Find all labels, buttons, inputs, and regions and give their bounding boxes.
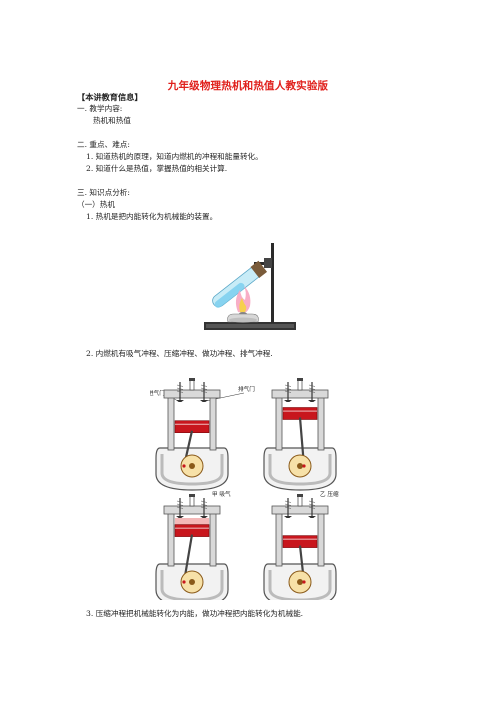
- point-1-text: 1. 热机是把内能转化为机械能的装置。: [86, 212, 218, 221]
- point-3-text: 3. 压缩冲程把机械能转化为内能，做功冲程把内能转化为机械能.: [86, 609, 304, 618]
- section-header: 【本讲教育信息】: [77, 92, 143, 102]
- stroke-label: 乙 压缩: [320, 490, 339, 498]
- section-2-item-1: 1. 知道热机的原理，知道内燃机的冲程和能量转化。: [86, 152, 263, 161]
- four-stroke-engine-figure: 进气门 排气门 甲 吸气 乙 压缩丙 做功丁 排气: [150, 378, 339, 600]
- section-1-content: 热机和热值: [93, 116, 131, 125]
- section-3-heading: 三. 知识点分析:: [77, 188, 130, 197]
- exhaust-valve-label: 排气门: [238, 385, 255, 393]
- document-title: 九年级物理热机和热值人教实验版: [167, 80, 329, 92]
- section-2-item-2: 2. 知道什么是热值，掌握热值的相关计算.: [86, 164, 228, 173]
- engine-panel: 丁 排气: [263, 494, 337, 600]
- engine-panel: 丙 做功: [155, 494, 229, 600]
- section-2-heading: 二. 重点、难点:: [77, 140, 130, 149]
- engine-panel: 乙 压缩: [263, 378, 339, 498]
- section-1-heading: 一. 教学内容:: [77, 104, 123, 113]
- engine-panel: 甲 吸气: [155, 378, 231, 498]
- point-2-text: 2. 内燃机有吸气冲程、压缩冲程、做功冲程、排气冲程.: [86, 349, 273, 358]
- stroke-label: 甲 吸气: [212, 490, 231, 498]
- intake-valve-label: 进气门: [150, 389, 165, 397]
- test-tube-heating-figure: [204, 243, 296, 330]
- section-3-subheading: （一）热机: [77, 200, 115, 209]
